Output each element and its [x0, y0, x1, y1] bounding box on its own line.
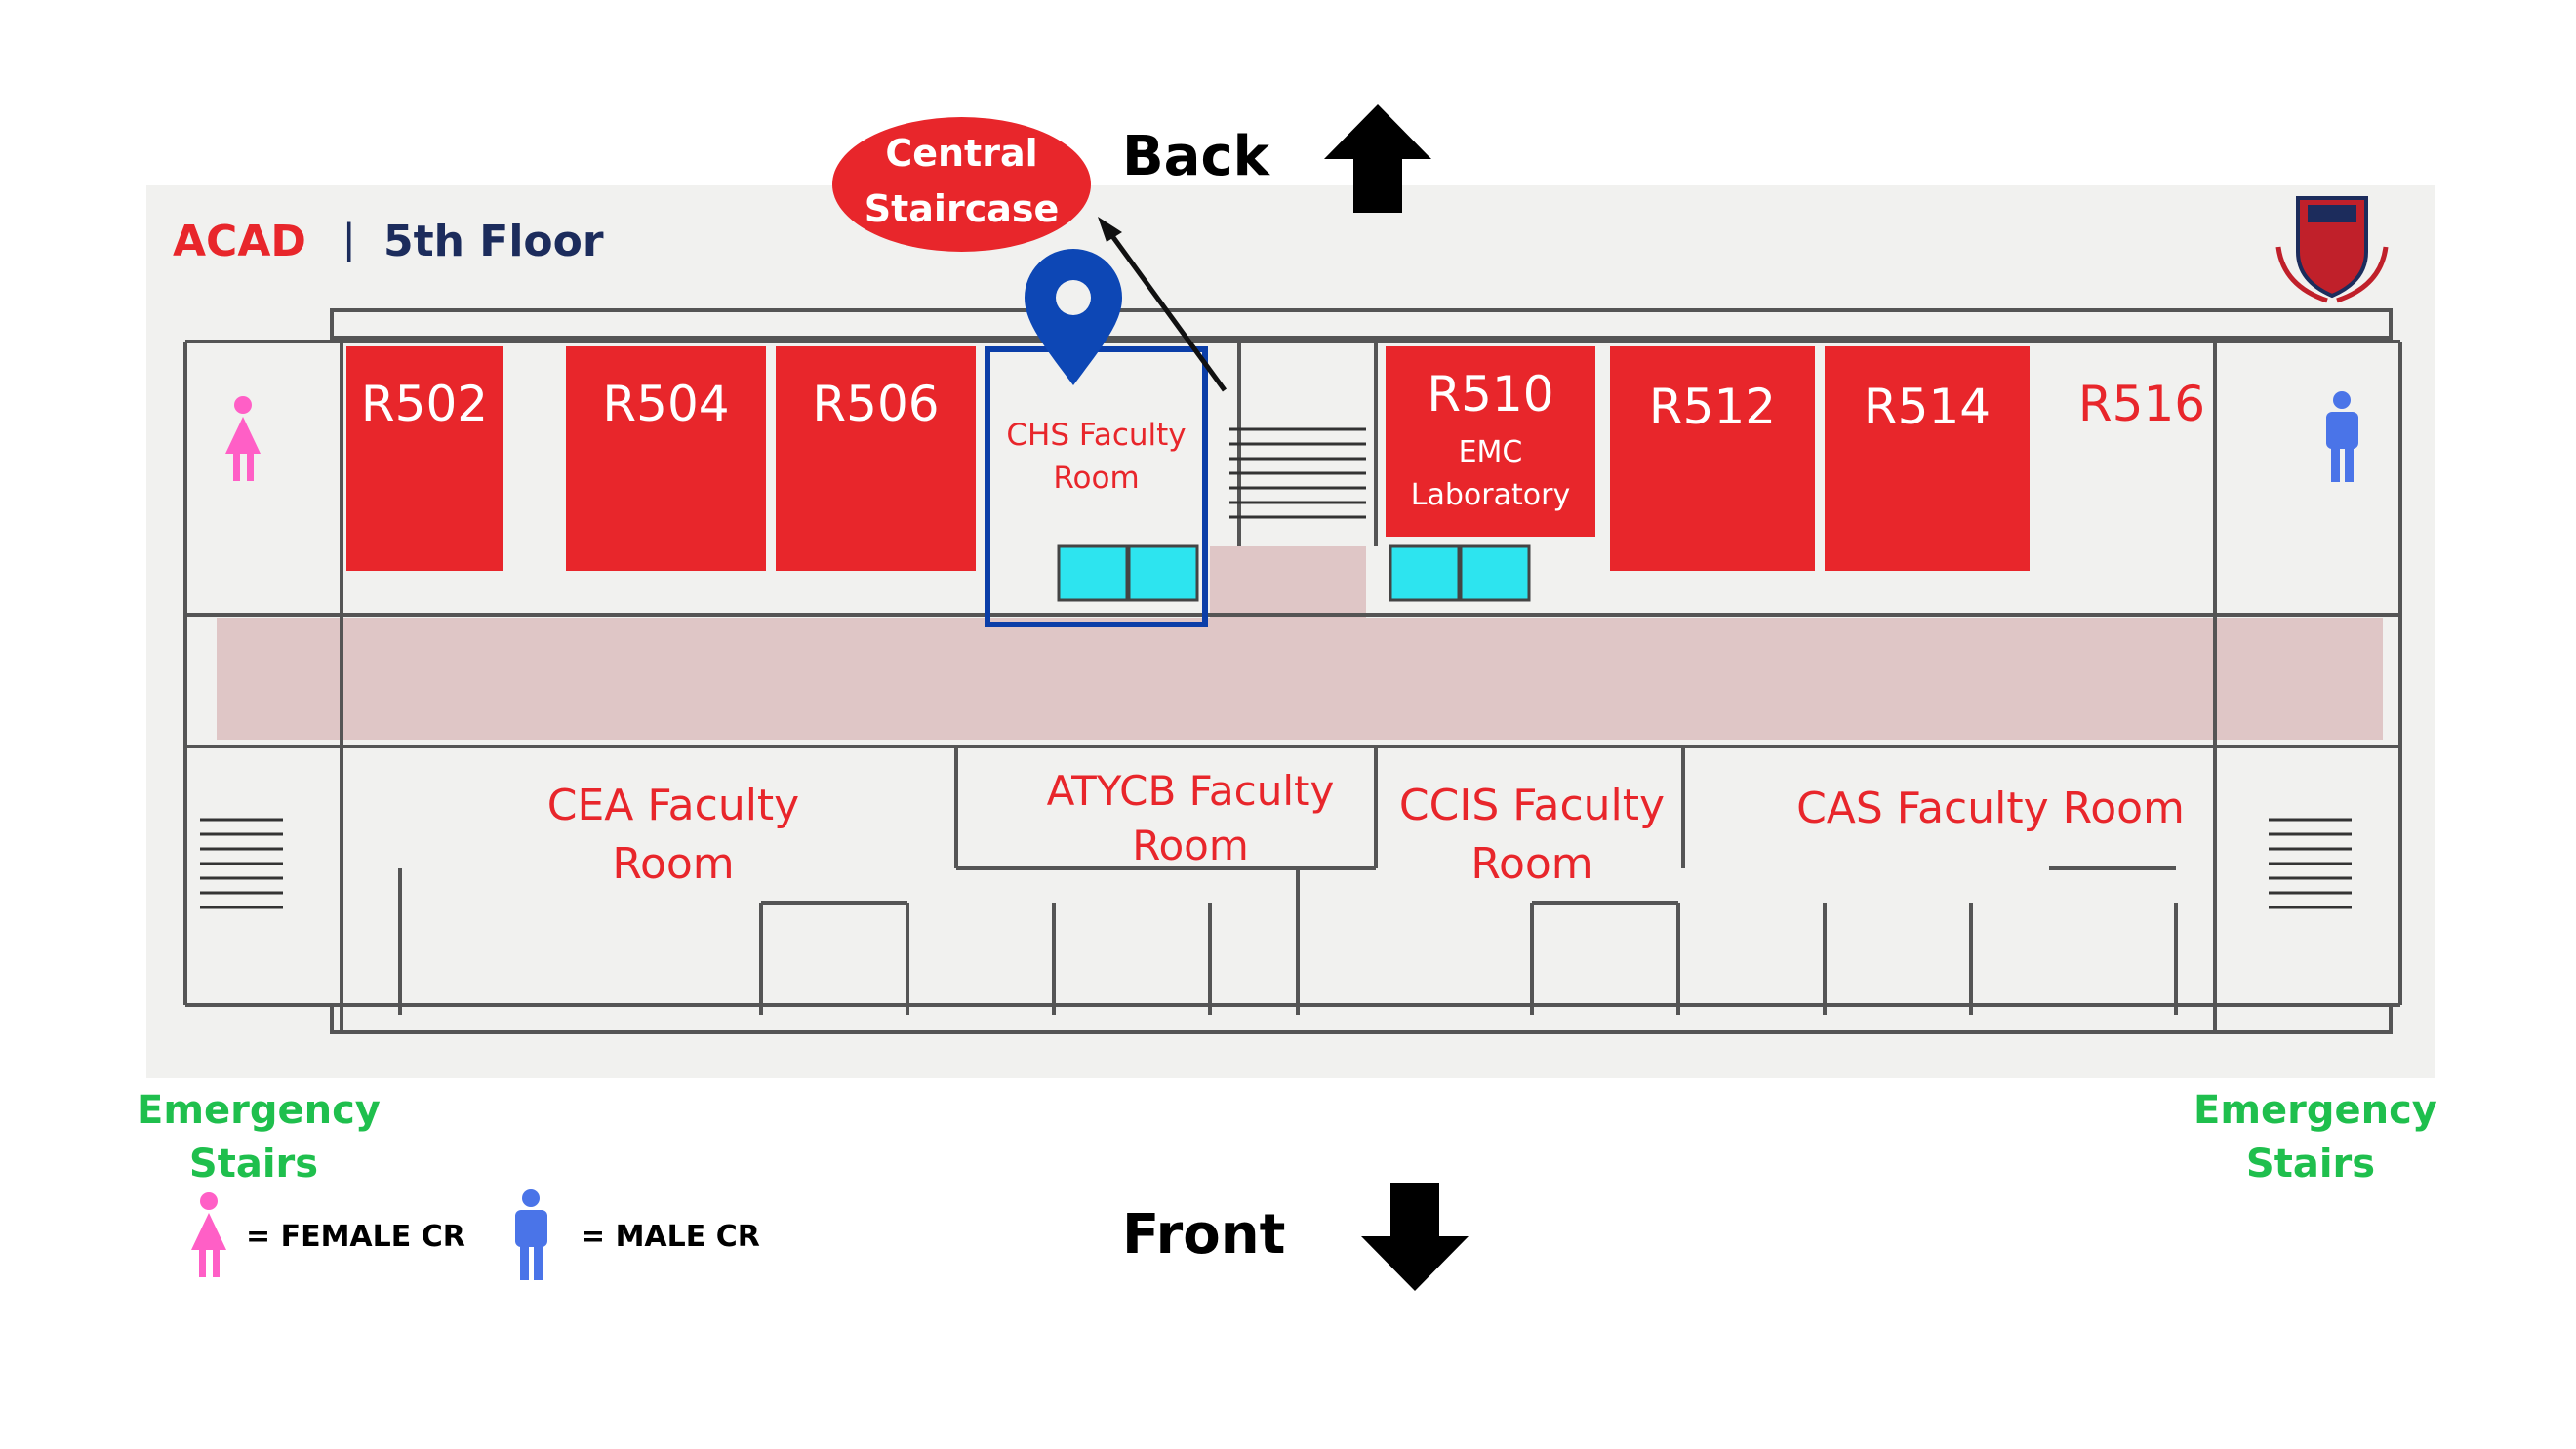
male-restroom-icon [2326, 391, 2358, 482]
walls [183, 308, 2402, 1034]
chs-room-line1: CHS Faculty [1006, 418, 1187, 453]
male-restroom-icon [515, 1189, 547, 1280]
atycb-room-line1: ATYCB Faculty [1046, 767, 1335, 815]
room-r510-sub1: EMC [1458, 435, 1523, 469]
staircase-pointer-line [1105, 227, 1228, 392]
floor-plan-panel [146, 185, 2435, 1078]
ccis-room-line2: Room [1470, 839, 1593, 889]
room-r512 [1610, 346, 1815, 571]
room-r514-label: R514 [1863, 379, 1992, 435]
room-r506-label: R506 [812, 376, 940, 432]
room-r516-label: R516 [2077, 376, 2206, 432]
central-staircase-line1: Central [885, 132, 1038, 175]
room-r510-label: R510 [1427, 366, 1554, 423]
main-hallway [217, 618, 2383, 740]
room-r506 [776, 346, 976, 571]
floor-plan-drawing [183, 217, 2402, 1034]
emergency-stairs-right-line1: Emergency [2194, 1088, 2437, 1133]
stair-landing [1210, 546, 1366, 624]
building-name: ACAD [173, 217, 306, 266]
cea-room-line2: Room [612, 839, 735, 889]
emergency-stairs-left-line1: Emergency [137, 1088, 381, 1133]
emergency-stairs-left-line2: Stairs [188, 1142, 319, 1187]
location-pin-icon [1025, 249, 1122, 385]
front-label: Front [1122, 1203, 1286, 1267]
back-label: Back [1122, 125, 1269, 188]
room-r510 [1386, 346, 1595, 537]
cas-room-label: CAS Faculty Room [1796, 784, 2185, 833]
female-restroom-icon [191, 1192, 226, 1277]
floor-title: 5th Floor [383, 217, 604, 266]
central-staircase-callout [832, 117, 1091, 252]
ccis-room-line1: CCIS Faculty [1398, 781, 1666, 830]
room-r502 [346, 346, 503, 571]
up-arrow-icon [1324, 104, 1431, 213]
crest-logo [2275, 196, 2389, 303]
room-r510-sub2: Laboratory [1410, 478, 1571, 512]
header-separator: | [343, 215, 355, 262]
legend-female-label: = FEMALE CR [246, 1220, 465, 1254]
rooms-red [346, 346, 2030, 571]
room-r504-label: R504 [602, 376, 730, 432]
cea-room-line1: CEA Faculty [546, 781, 800, 830]
room-r512-label: R512 [1648, 379, 1777, 435]
room-r504 [566, 346, 766, 571]
chs-room-line2: Room [1053, 461, 1140, 496]
elevators [1057, 544, 1531, 602]
staircase-pointer-head [1098, 217, 1122, 242]
legend-male-label: = MALE CR [581, 1220, 760, 1254]
emergency-stairs-right-line2: Stairs [2245, 1142, 2376, 1187]
down-arrow-icon [1361, 1183, 1469, 1291]
stairs [200, 427, 2352, 909]
central-staircase-line2: Staircase [864, 187, 1060, 230]
room-r502-label: R502 [360, 376, 489, 432]
female-restroom-icon [225, 396, 261, 481]
atycb-room-line2: Room [1132, 822, 1249, 869]
room-r514 [1825, 346, 2030, 571]
